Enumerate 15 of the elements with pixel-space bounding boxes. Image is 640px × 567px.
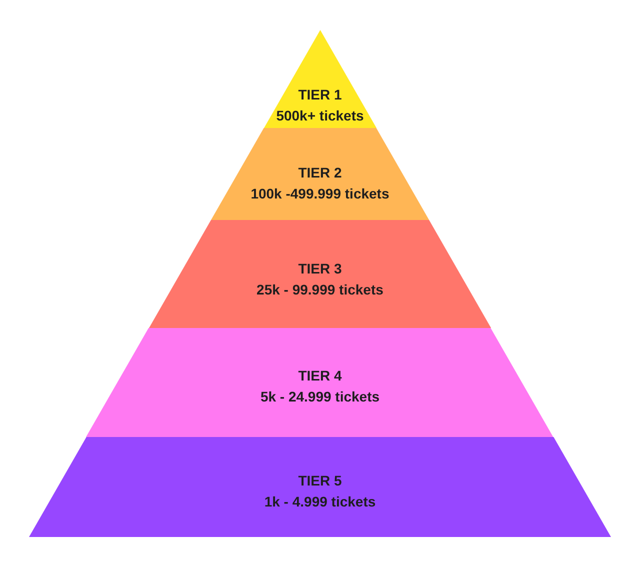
- ticket-range: 500k+ tickets: [276, 106, 364, 124]
- pyramid-tier: [264, 30, 376, 128]
- ticket-range: 1k - 4.999 tickets: [264, 492, 376, 510]
- pyramid-tier: [86, 328, 554, 437]
- tier-title: TIER 2: [298, 164, 342, 182]
- tier-title: TIER 1: [298, 86, 342, 104]
- tier-title: TIER 5: [298, 472, 342, 490]
- ticket-range: 100k -499.999 tickets: [250, 184, 390, 202]
- ticket-range: 5k - 24.999 tickets: [260, 388, 380, 406]
- pyramid-tier: [29, 437, 611, 537]
- pyramid-tier: [210, 128, 430, 220]
- pyramid-tier: [148, 220, 492, 328]
- tier-title: TIER 3: [298, 260, 342, 278]
- tier-title: TIER 4: [298, 366, 342, 384]
- ticket-range: 25k - 99.999 tickets: [256, 280, 384, 298]
